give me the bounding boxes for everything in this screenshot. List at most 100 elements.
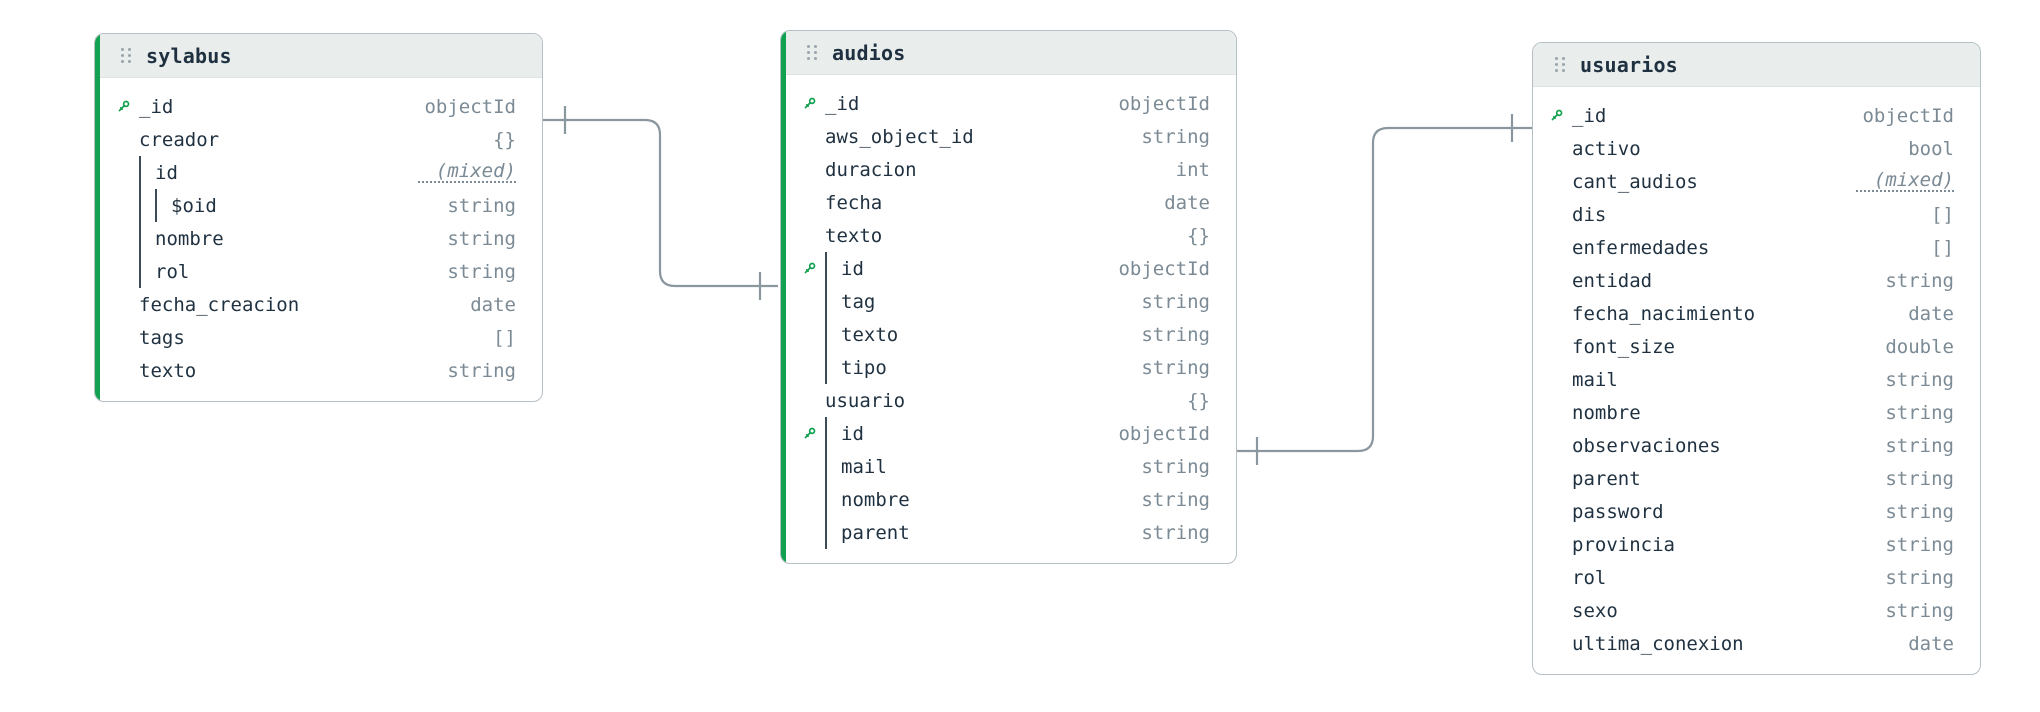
nesting-guide-line bbox=[825, 516, 827, 549]
field-row[interactable]: enfermedades[] bbox=[1533, 231, 1980, 264]
drag-handle-dots-icon[interactable] bbox=[807, 44, 819, 62]
field-type: string bbox=[1885, 401, 1954, 424]
field-name: texto bbox=[841, 323, 899, 346]
field-name: dis bbox=[1572, 203, 1607, 226]
field-type: string bbox=[1885, 467, 1954, 490]
nesting-guide-line bbox=[139, 156, 141, 189]
field-type: (mixed) bbox=[1855, 170, 1954, 193]
field-type: string bbox=[1141, 521, 1210, 544]
table-title: usuarios bbox=[1580, 52, 1678, 77]
nesting-indent bbox=[139, 156, 155, 189]
field-row[interactable]: texto{} bbox=[786, 219, 1236, 252]
field-row[interactable]: parent string bbox=[786, 516, 1236, 549]
field-name: texto bbox=[139, 359, 197, 382]
relationship-audios-usuarios[interactable] bbox=[1237, 114, 1534, 465]
field-name: fecha_creacion bbox=[139, 293, 300, 316]
field-row[interactable]: rol string bbox=[1533, 561, 1980, 594]
field-name: duracion bbox=[825, 158, 917, 181]
field-name: $oid bbox=[171, 194, 217, 217]
drag-handle-dots-icon[interactable] bbox=[1555, 56, 1567, 74]
nesting-indent bbox=[825, 318, 841, 351]
field-name: cant_audios bbox=[1572, 170, 1698, 193]
nesting-guide-line bbox=[825, 450, 827, 483]
table-header[interactable]: sylabus bbox=[95, 34, 542, 78]
field-type: string bbox=[1141, 488, 1210, 511]
nesting-guide-line bbox=[139, 222, 141, 255]
primary-key-icon bbox=[804, 427, 816, 439]
drag-handle-dots-icon[interactable] bbox=[121, 47, 133, 65]
table-title: audios bbox=[832, 40, 906, 65]
field-name: rol bbox=[1572, 566, 1607, 589]
primary-key-icon-slot bbox=[803, 97, 825, 110]
field-name: entidad bbox=[1572, 269, 1653, 292]
field-name: provincia bbox=[1572, 533, 1675, 556]
field-name: mail bbox=[841, 455, 887, 478]
field-type: objectId bbox=[1118, 257, 1210, 280]
primary-key-icon-slot bbox=[803, 262, 825, 275]
field-type: double bbox=[1885, 335, 1954, 358]
field-row[interactable]: mail string bbox=[786, 450, 1236, 483]
relationship-sylabus-audios[interactable] bbox=[543, 106, 778, 300]
field-type: string bbox=[1141, 455, 1210, 478]
field-row[interactable]: cant_audios (mixed) bbox=[1533, 165, 1980, 198]
table-header[interactable]: audios bbox=[781, 31, 1236, 75]
field-type: string bbox=[1885, 368, 1954, 391]
field-row[interactable]: dis[] bbox=[1533, 198, 1980, 231]
field-name: _id bbox=[825, 92, 860, 115]
field-row[interactable]: usuario{} bbox=[786, 384, 1236, 417]
nesting-indent bbox=[825, 516, 841, 549]
field-type: {} bbox=[493, 128, 516, 151]
primary-key-icon bbox=[804, 262, 816, 274]
field-name: parent bbox=[841, 521, 910, 544]
field-type: string bbox=[1885, 566, 1954, 589]
primary-key-icon bbox=[118, 100, 130, 112]
field-type: date bbox=[1908, 302, 1954, 325]
table-accent-bar bbox=[781, 31, 786, 563]
nesting-guide-line bbox=[825, 417, 827, 450]
field-row[interactable]: creador {} bbox=[100, 123, 542, 156]
table-header[interactable]: usuarios bbox=[1533, 43, 1980, 87]
field-row[interactable]: tags[] bbox=[100, 321, 542, 354]
field-row[interactable]: id(mixed) bbox=[100, 156, 542, 189]
field-type: {} bbox=[1187, 389, 1210, 412]
primary-key-icon bbox=[804, 97, 816, 109]
nesting-indent bbox=[825, 285, 841, 318]
field-name: sexo bbox=[1572, 599, 1618, 622]
field-name: creador bbox=[139, 128, 220, 151]
